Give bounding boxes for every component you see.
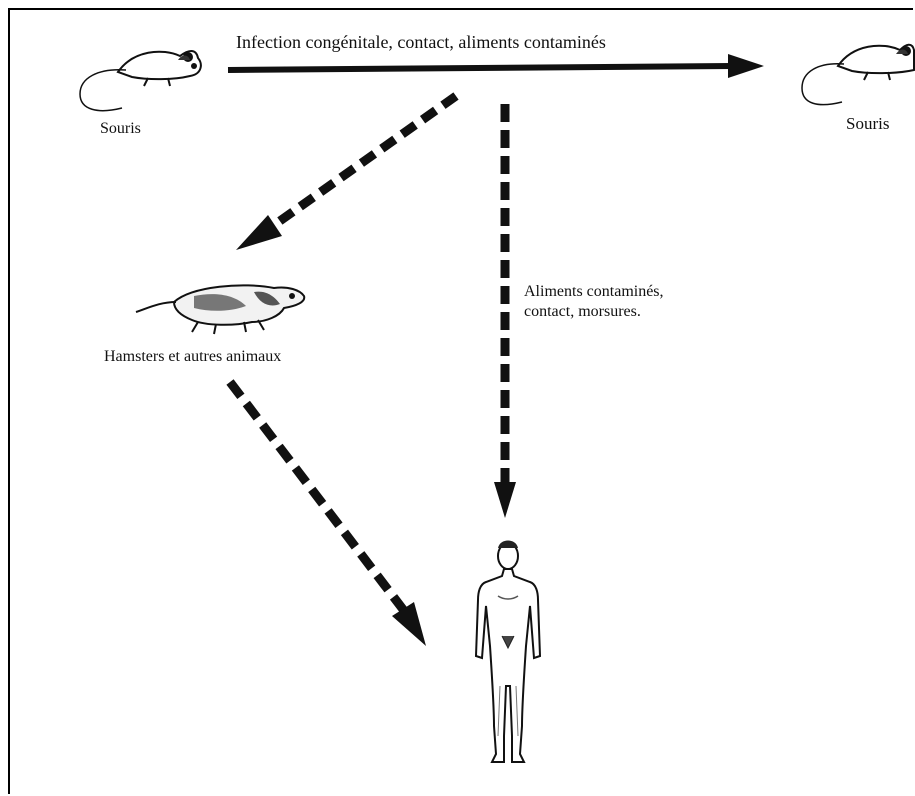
hamster-icon	[136, 285, 304, 334]
top-arrow-label: Infection congénitale, contact, aliments…	[236, 32, 606, 53]
arrow-mouse-to-mouse	[228, 54, 764, 78]
mouse-left-label: Souris	[100, 120, 141, 138]
arrow-hamster-to-human	[230, 382, 426, 646]
vertical-arrow-label-line2: contact, morsures.	[524, 302, 664, 322]
hamster-label: Hamsters et autres animaux	[104, 348, 281, 366]
human-figure-icon	[476, 541, 540, 763]
mouse-icon	[80, 51, 201, 111]
arrow-mouse-to-hamster	[236, 96, 456, 250]
arrow-mouse-to-human	[494, 104, 516, 518]
vertical-arrow-label-line1: Aliments contaminés,	[524, 282, 664, 302]
vertical-arrow-label: Aliments contaminés, contact, morsures.	[524, 282, 664, 322]
mouse-right-label: Souris	[846, 114, 889, 134]
mouse-icon	[802, 45, 914, 105]
